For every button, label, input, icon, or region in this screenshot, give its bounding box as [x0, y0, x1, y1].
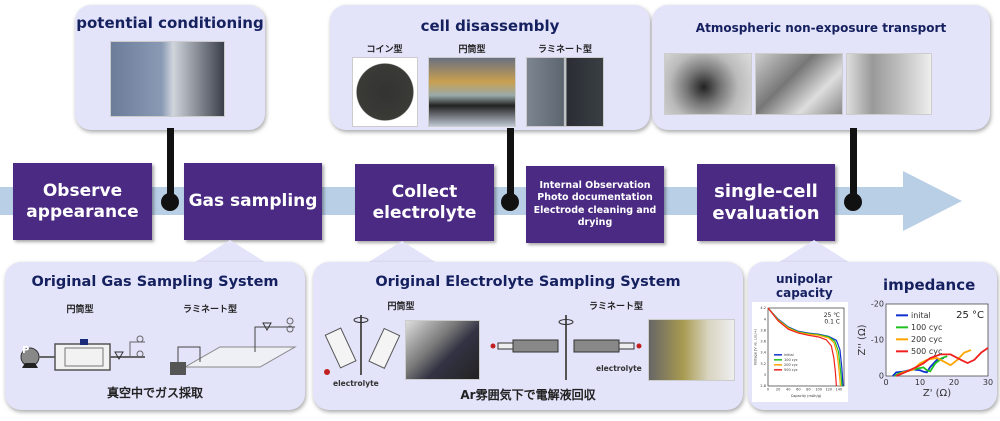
coin-label: コイン型	[366, 45, 403, 55]
transport-apparatus-photo	[846, 53, 932, 115]
capacity-title: unipolar capacity	[776, 272, 833, 301]
electrolyte-label: electrolyte	[596, 364, 642, 373]
cell-disassembly-panel: cell disassembly コイン型 円筒型 ラミネート型	[330, 5, 650, 130]
step-collect-electrolyte: Collect electrolyte	[355, 164, 494, 241]
transport-vessel-photo	[664, 53, 752, 115]
connector-line	[507, 128, 514, 200]
x-tick-label: 40	[786, 388, 790, 392]
electrolyte-vial-photo	[405, 320, 480, 380]
x-tick-label: 10	[915, 378, 925, 387]
pointer	[192, 240, 268, 264]
y-axis-label: Z'' (Ω)	[857, 324, 868, 355]
connector-dot	[161, 193, 179, 211]
legend-label: inital	[911, 311, 931, 320]
laminate-label: ラミネート型	[537, 45, 592, 55]
series-line-inital	[892, 357, 945, 377]
x-tick-label: 140	[836, 388, 843, 392]
x-axis-label: Capacity (mAh/g)	[791, 394, 822, 398]
panel-title: Original Gas Sampling System	[31, 274, 279, 290]
panel-title: potential conditioning	[76, 14, 264, 32]
pump-label: P	[22, 345, 30, 356]
x-tick-label: 60	[796, 388, 800, 392]
x-tick-label: 100	[815, 388, 822, 392]
connector-line	[850, 128, 857, 200]
electrolyte-sampling-system-panel: Original Electrolyte Sampling System 円筒型…	[313, 262, 743, 410]
panel-title: cell disassembly	[420, 17, 560, 35]
x-tick-label: 120	[825, 388, 832, 392]
y-tick-label: 4	[764, 317, 767, 321]
y-tick-label: 3.6	[760, 340, 766, 344]
coin-cell-photo	[352, 57, 418, 127]
y-tick-label: 3.2	[760, 362, 766, 366]
step-gas-sampling: Gas sampling	[184, 163, 322, 240]
electrolyte-label: electrolyte	[333, 379, 379, 388]
transport-handling-photo	[755, 53, 843, 115]
cylindrical-label: 円筒型	[66, 305, 94, 315]
legend-label: 100 cyc	[784, 358, 798, 362]
annotation: 25 °C	[956, 310, 984, 321]
legend-label: initial	[784, 353, 794, 357]
annotation: 25 ℃	[824, 312, 841, 319]
panel-title: Original Electrolyte Sampling System	[375, 274, 681, 290]
step-line: Internal Observation	[539, 179, 651, 191]
series-line-500-cyc	[895, 347, 989, 377]
legend-label: 500 cyc	[784, 368, 798, 372]
x-tick-label: 20	[776, 388, 780, 392]
legend-label: 500 cyc	[911, 347, 942, 356]
laminate-label: ラミネート型	[588, 302, 643, 312]
connector-dot	[501, 193, 519, 211]
series-line-500-cyc	[767, 307, 837, 387]
step-line: Electrode cleaning and drying	[533, 204, 657, 228]
legend-label: 100 cyc	[911, 323, 942, 332]
impedance-title: impedance	[883, 276, 976, 294]
caption: Ar雰囲気下で電解液回収	[460, 388, 596, 402]
x-tick-label: 80	[806, 388, 810, 392]
y-tick-label: 4.2	[760, 306, 766, 310]
gas-sampling-system-panel: Original Gas Sampling System 円筒型 ラミネート型 …	[5, 262, 305, 410]
x-axis-label: Z' (Ω)	[923, 388, 951, 398]
annotation: 0.1 C	[824, 319, 840, 326]
step-observe-appearance: Observe appearance	[13, 163, 152, 240]
electrolyte-centrifuge-diagram	[324, 315, 642, 380]
electrolyte-vial-photo-laminate	[648, 319, 735, 381]
cylindrical-cell-photo	[428, 57, 516, 127]
gas-sampling-diagram	[20, 317, 297, 375]
step-internal-observation: Internal Observation Photo documentation…	[526, 166, 664, 243]
y-tick-label: 2.8	[760, 384, 766, 388]
legend-label: 200 cyc	[911, 335, 942, 344]
y-tick-label: 3	[764, 373, 766, 377]
legend-label: 200 cyc	[784, 363, 798, 367]
connector-dot	[844, 193, 862, 211]
panel-title: Atmospheric non-exposure transport	[695, 21, 947, 35]
cylindrical-label: 円筒型	[458, 45, 486, 55]
laminate-cell-photo	[526, 57, 604, 127]
y-tick-label: -20	[871, 300, 884, 309]
y-tick-label: 3.8	[760, 328, 766, 332]
x-tick-label: 0	[767, 388, 769, 392]
laminate-label: ラミネート型	[182, 305, 237, 315]
pointer	[364, 241, 440, 265]
x-tick-label: 0	[883, 378, 888, 387]
connector-line	[167, 128, 174, 200]
transport-panel: Atmospheric non-exposure transport	[652, 5, 990, 130]
potential-conditioning-panel: potential conditioning	[75, 5, 265, 130]
series-line-200-cyc	[767, 307, 842, 387]
y-axis-label: Voltage (V vs. Li/Li+)	[754, 328, 758, 365]
pointer	[776, 240, 852, 264]
conditioning-equipment-photo	[110, 41, 225, 117]
step-line: Photo documentation	[537, 192, 653, 204]
y-tick-label: 3.4	[760, 351, 766, 355]
x-tick-label: 20	[949, 378, 959, 387]
y-tick-label: 0	[879, 372, 884, 381]
x-tick-label: 30	[983, 378, 993, 387]
cylindrical-label: 円筒型	[387, 302, 415, 312]
caption: 真空中でガス採取	[106, 386, 203, 400]
y-tick-label: -10	[871, 336, 884, 345]
step-single-cell-evaluation: single-cell evaluation	[697, 164, 835, 241]
impedance-chart: 0 10 20 30 0 -10 -20 Z' (Ω) Z'' (Ω) inital 100 cyc…	[857, 300, 993, 398]
